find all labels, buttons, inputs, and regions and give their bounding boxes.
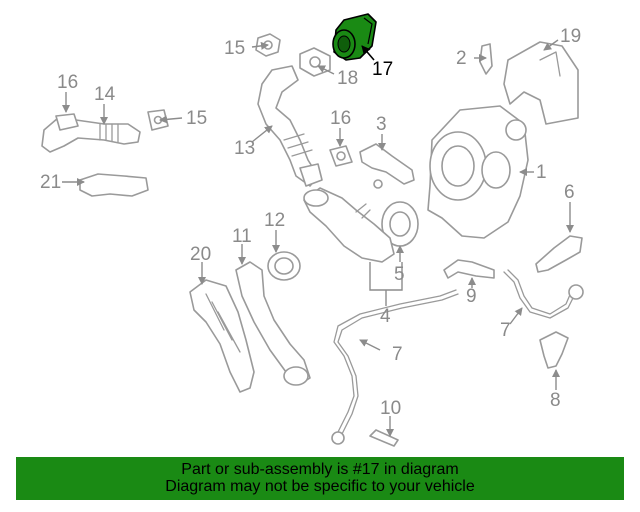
part-5-clamp[interactable] (381, 201, 419, 247)
part-4-intake-tube[interactable] (303, 187, 395, 263)
leader-lines (62, 39, 574, 437)
callout-7-center[interactable]: 7 (392, 344, 403, 365)
part-7-line-right[interactable] (503, 269, 584, 319)
banner-line-2: Diagram may not be specific to your vehi… (165, 478, 475, 495)
part-6-hose[interactable] (535, 235, 583, 273)
callout-17[interactable]: 17 (372, 59, 393, 80)
part-21-bracket[interactable] (79, 173, 149, 197)
part-7-line-center[interactable] (331, 289, 459, 445)
callout-1[interactable]: 1 (536, 162, 547, 183)
callout-11[interactable]: 11 (232, 226, 252, 247)
part-15-gasket-left[interactable] (147, 109, 169, 131)
part-20-heat-shield[interactable] (189, 279, 255, 393)
part-19-heat-shield[interactable] (503, 41, 579, 125)
callout-7-right[interactable]: 7 (500, 320, 511, 341)
callout-16-mid[interactable]: 16 (330, 108, 351, 129)
part-16-gasket-mid[interactable] (329, 145, 353, 167)
callout-13[interactable]: 13 (234, 138, 255, 159)
callout-3[interactable]: 3 (376, 114, 387, 135)
callout-21[interactable]: 21 (40, 172, 61, 193)
callout-10[interactable]: 10 (380, 398, 401, 419)
callout-18[interactable]: 18 (337, 68, 358, 89)
callout-20[interactable]: 20 (190, 244, 211, 265)
part-13-egr-pipe[interactable] (257, 65, 323, 187)
callout-4[interactable]: 4 (380, 306, 391, 327)
part-16-gasket-left[interactable] (55, 113, 79, 131)
part-3-sensor[interactable] (359, 143, 415, 189)
part-8-hose[interactable] (539, 331, 569, 369)
callout-labels: 15 18 17 19 2 16 14 15 13 16 3 1 21 6 12… (40, 26, 581, 419)
callout-6[interactable]: 6 (564, 182, 575, 203)
part-1-turbocharger[interactable] (427, 105, 529, 239)
part-12-clamp[interactable] (267, 251, 301, 281)
part-11-tube[interactable] (235, 261, 311, 386)
callout-2[interactable]: 2 (456, 48, 467, 69)
callout-5[interactable]: 5 (394, 264, 405, 285)
info-banner: Part or sub-assembly is #17 in diagram D… (16, 457, 624, 500)
part-2-connector[interactable] (479, 43, 493, 75)
callout-14[interactable]: 14 (94, 84, 116, 105)
part-17-elbow[interactable] (332, 13, 377, 61)
callout-15-left[interactable]: 15 (186, 108, 207, 129)
callout-19[interactable]: 19 (560, 26, 581, 47)
banner-line-1: Part or sub-assembly is #17 in diagram (181, 461, 459, 478)
callout-12[interactable]: 12 (264, 210, 285, 231)
callout-15-top[interactable]: 15 (224, 38, 245, 59)
part-9-tube[interactable] (443, 259, 495, 279)
callout-16-left[interactable]: 16 (57, 72, 78, 93)
callout-8[interactable]: 8 (550, 390, 561, 411)
part-10-tube[interactable] (369, 429, 399, 447)
part-14-egr-tube[interactable] (41, 117, 141, 153)
callout-9[interactable]: 9 (466, 286, 477, 307)
part-18-gasket[interactable] (299, 47, 331, 77)
